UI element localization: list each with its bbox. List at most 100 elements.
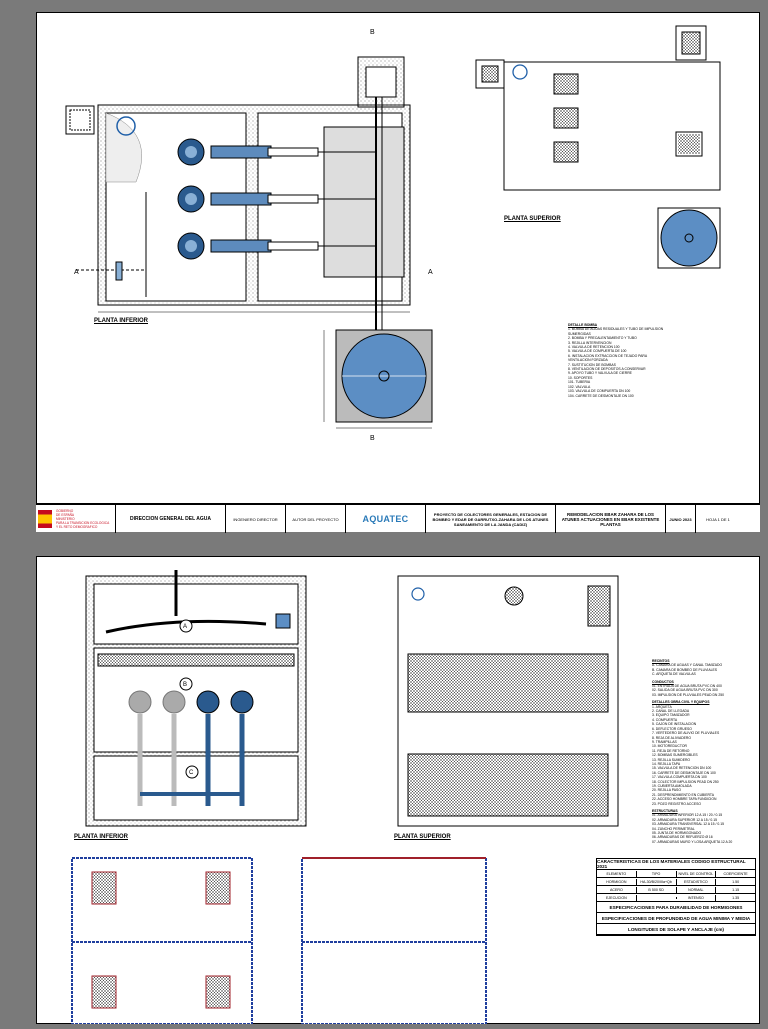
legend-item: 21. DESPRENDIMIENTO EN CUBIERTA: [652, 792, 714, 797]
legend-item: 17. VALVULA COMPUERTA DN 100: [652, 775, 707, 780]
section-b-top: B: [370, 29, 375, 36]
pump-row-2: [177, 185, 376, 213]
spec-header-cell: NIVEL DE CONTROL: [677, 870, 717, 877]
shaded-wet-well: [323, 126, 405, 278]
legend-item: 101. TUBERIA: [568, 380, 591, 385]
agency-name: DIRECCION GENERAL DEL AGUA: [116, 505, 226, 533]
legend-item: 11. REJA DE RETORNO: [652, 748, 690, 753]
upper-plan: [475, 25, 721, 191]
ministry-name: GOBIERNO DE ESPAÑA MINISTERIO PARA LA TR…: [56, 509, 110, 529]
legend-item: 2. BOMBA Y PRECALENTAMIENTO Y TUBO: [568, 336, 637, 341]
legend-item: 19. CUBIERTA AMOLADA: [652, 783, 692, 788]
spec-cell: ESTADISTICO: [677, 878, 717, 885]
legend-section-title: RECINTOS: [652, 659, 670, 663]
pump-row-3: [177, 232, 376, 260]
spec-cell: 1.15: [732, 887, 740, 892]
manhole-icon: [116, 116, 136, 136]
sheet-1-border: [36, 12, 760, 504]
spec-cell: B 500 SD: [637, 886, 677, 893]
spec-cell: ACERO: [597, 886, 637, 893]
screen-channel: [97, 653, 295, 667]
sheet-1-drawing: A A B B: [36, 12, 760, 504]
spec-header-cell: TIPO: [637, 870, 677, 877]
reinforcement-plan-left: [71, 857, 253, 1025]
legend-item: VENTILACION FORZADA: [568, 358, 608, 363]
legend-title: DETALLE BOMBA: [568, 323, 598, 327]
legend-item: 10. SOPORTES: [568, 375, 593, 380]
pump-row-1: [177, 138, 376, 166]
legend-item: 5. CAJON DE INSTALACION: [652, 722, 697, 727]
legend-item: 6. DEFLECTOR GRUESO: [652, 726, 692, 731]
section-b-bottom: B: [370, 435, 375, 442]
legend-item: A. CAMARA DE AGUAS Y CANAL TAMIZADO: [652, 663, 723, 668]
consultant-logo: AQUATEC: [346, 505, 426, 533]
legend-item: 16. CARRETE DE DESMONTAJE DN 100: [652, 770, 716, 775]
spec-cell: HA-30/B/20/IIIa+Qb: [637, 878, 677, 885]
zone-b-label: B: [183, 682, 187, 688]
legend-item: 03. ARMADURA TRANSVERSAL 12 A 15 / 0.15: [652, 822, 724, 827]
section-a-right: A: [428, 269, 433, 276]
spec-subtitle-3: LONGITUDES DE SOLAPE Y ANCLAJE (cm): [597, 924, 755, 935]
legend-section-title: DETALLES OBRA CIVIL Y EQUIPOS: [652, 700, 710, 705]
spec-cell: 1.35: [732, 895, 740, 900]
author-label: AUTOR DEL PROYECTO: [286, 505, 346, 533]
legend-item: 05. JUNTA DE HORMIGONADO: [652, 831, 702, 836]
legend-block: DETALLE BOMBA 1. BOMBA DE AGUAS RESIDUAL…: [568, 320, 718, 398]
lower-plan-2: [85, 570, 307, 827]
drawing-sheet-2: A B C PLANTA INFERIOR PLANTA SUPERIOR: [36, 556, 760, 1025]
legend-item: 23. POZO REGISTRO ACCESO: [652, 801, 701, 806]
legend-item: 7. SUSTITUCION DE BOMBAS: [568, 362, 616, 367]
legend-item: 18. COLECTOR IMPULSION PEAD DN 250: [652, 779, 719, 784]
lower-plan: [65, 56, 411, 332]
upper-plan-label: PLANTA SUPERIOR: [504, 216, 561, 222]
legend-item: 9. TRAMPILLAS: [652, 739, 677, 744]
legend-item: 8. REJA DE ALIVIADERO: [652, 735, 692, 740]
legend-item: SUMERGIDAS: [568, 331, 591, 336]
legend-section-title: ESTRUCTURAS: [652, 809, 678, 813]
spec-cell: HORMIGON: [597, 878, 637, 885]
spain-flag-icon: [38, 510, 52, 528]
legend-item: 15. VALVULA DE RETENCION DN 100: [652, 766, 712, 771]
lower-plan-label-2: PLANTA INFERIOR: [74, 834, 128, 840]
legend-item: 104. CARRETE DE DESMONTAJE DN 100: [568, 393, 634, 398]
legend-item: 103. VALVULA DE COMPUERTA DN 100: [568, 389, 631, 394]
engineer-label: INGENIERO DIRECTOR: [226, 505, 286, 533]
grating-panel-1: [407, 653, 609, 713]
spec-cell: INTENSO: [677, 894, 717, 901]
legend-item: 04. ZUNCHO PERIMETRAL: [652, 826, 695, 831]
valve-chamber: [65, 105, 95, 135]
sheet-2-drawing: A B C: [36, 556, 760, 1025]
legend-item: 12. BOMBAS SUMERGIBLES: [652, 753, 698, 758]
spec-header-cell: COEFICIENTE: [723, 871, 748, 876]
title-block: GOBIERNO DE ESPAÑA MINISTERIO PARA LA TR…: [36, 504, 760, 533]
legend-list: 1. BOMBA DE AGUAS RESIDUALES Y TUBO DE I…: [568, 327, 718, 398]
legend-item: 22. ACCESO HOMBRE TAPA FUNDICION: [652, 797, 717, 802]
spec-title: CARACTERISTICAS DE LOS MATERIALES CODIGO…: [597, 859, 755, 870]
circular-tank-upper: [657, 207, 721, 269]
legend-item: 9. APOYO TUBO Y VALVULA DE CIERRE: [568, 371, 632, 376]
drawing-sheet-1: A A B B: [36, 12, 760, 533]
legend-item: 20. REJILLA PASO: [652, 788, 681, 793]
legend-item: 4. VALVULA DE RETENCION 100: [568, 345, 620, 350]
date: JUNIO 2023: [666, 505, 696, 533]
legend-item: 02. ARMADURA SUPERIOR 12 A 15 / 0.15: [652, 817, 718, 822]
legend-item: 3. REJILLA INTERVENCION: [568, 340, 612, 345]
legend-item: 02. SALIDA DE AGUA BRUTA PVC DN 300: [652, 688, 718, 693]
spec-subtitle-2: ESPECIFICACIONES DE PROFUNDIDAD DE AGUA …: [597, 913, 755, 924]
legend-item: C. ARQUETA DE VALVULAS: [652, 672, 696, 677]
legend-item: 13. REJILLA SUMIDERO: [652, 757, 691, 762]
legend-item: 01. ARMADURA INFERIOR 12 A 15 / 20 / 0.1…: [652, 813, 723, 818]
ministry-logo: GOBIERNO DE ESPAÑA MINISTERIO PARA LA TR…: [36, 505, 116, 533]
legend-item: 1. ARQUETA: [652, 704, 672, 709]
grating-panel-2: [407, 753, 609, 817]
spec-cell: [637, 896, 677, 899]
legend-item: 4. COMPUERTA: [652, 717, 678, 722]
legend-item: 03. IMPULSION DE PLUVIALES PEAD DN 250: [652, 692, 724, 697]
legend-item: 07. ARMADURAS MURO Y LOSA ARQUETA 12 A 2…: [652, 839, 733, 844]
legend-item: 01. ENTRADA DE AGUA BRUTA PVC DN 400: [652, 684, 722, 689]
